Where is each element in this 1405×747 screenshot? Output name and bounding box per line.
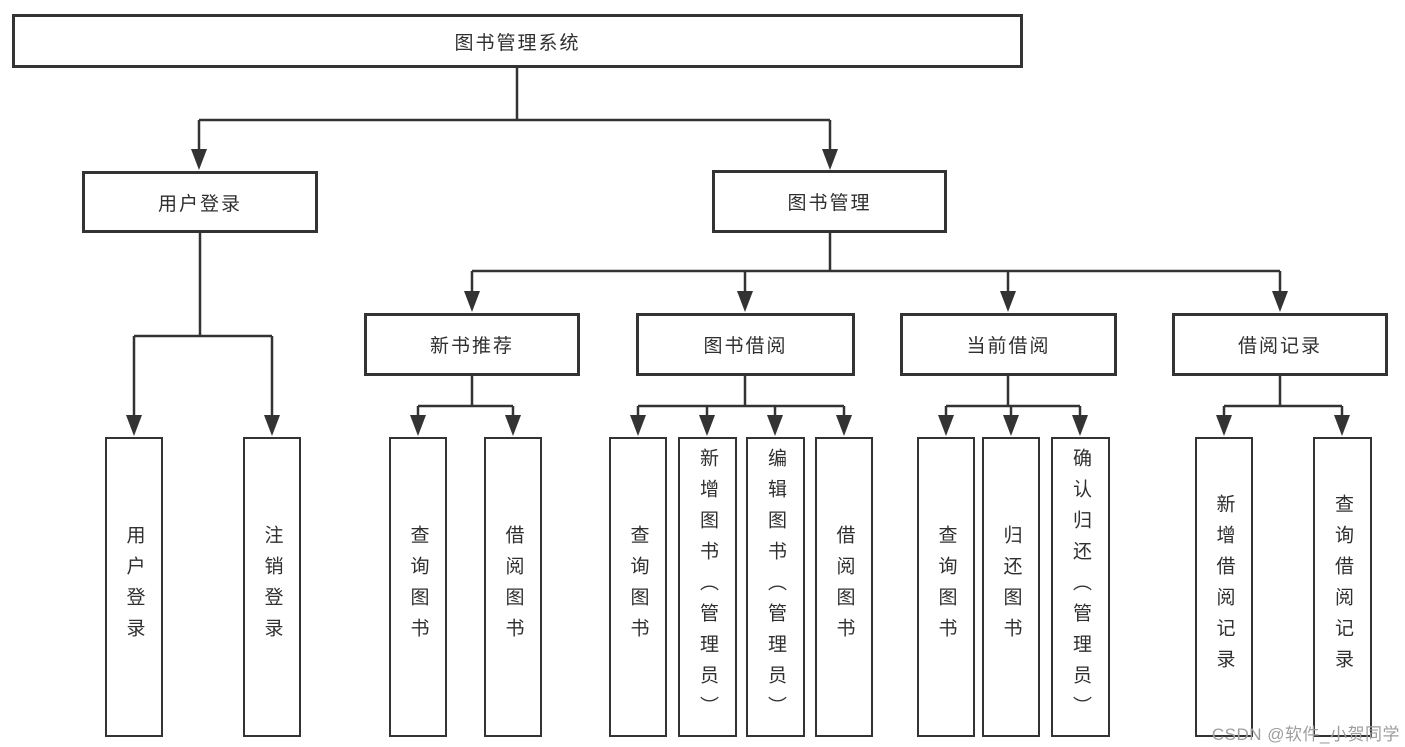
node-borrowing-records: 借阅记录 [1172,313,1388,376]
leaf-query-borrow-record: 查询借阅记录 [1313,437,1372,737]
arrowhead-icon [1003,415,1019,436]
node-user-login: 用户登录 [82,171,318,233]
leaf-logout: 注销登录 [243,437,301,737]
leaf-query-books-current: 查询图书 [917,437,975,737]
node-book-borrowing: 图书借阅 [636,313,855,376]
leaf-confirm-return-admin: 确认归还（管理员） [1051,437,1110,737]
arrowhead-icon [737,291,753,312]
node-book-management: 图书管理 [712,170,947,233]
leaf-return-books-label: 归还图书 [1000,525,1022,649]
leaf-query-books-borrow-label: 查询图书 [627,525,649,649]
node-library-system: 图书管理系统 [12,14,1023,68]
arrowhead-icon [410,415,426,436]
leaf-borrow-books-recommend: 借阅图书 [484,437,542,737]
arrowhead-icon [836,415,852,436]
arrowhead-icon [505,415,521,436]
arrowhead-icon [1272,291,1288,312]
arrowhead-icon [699,415,715,436]
leaf-add-books-admin: 新增图书（管理员） [678,437,737,737]
node-current-borrowing: 当前借阅 [900,313,1117,376]
node-new-book-recommend: 新书推荐 [364,313,580,376]
leaf-query-books-current-label: 查询图书 [935,525,957,649]
arrowhead-icon [767,415,783,436]
leaf-query-books-borrow: 查询图书 [609,437,667,737]
leaf-edit-books-admin-label: 编辑图书（管理员） [765,447,786,727]
leaf-borrow-books: 借阅图书 [815,437,873,737]
arrowhead-icon [938,415,954,436]
leaf-query-books-recommend-label: 查询图书 [407,525,429,649]
arrowhead-icon [126,415,142,436]
node-new-book-recommend-label: 新书推荐 [429,336,514,357]
arrowhead-icon [264,415,280,436]
leaf-add-borrow-record-label: 新增借阅记录 [1213,494,1235,680]
node-borrowing-records-label: 借阅记录 [1237,336,1322,357]
arrowhead-icon [1000,291,1016,312]
node-current-borrowing-label: 当前借阅 [966,336,1051,357]
leaf-logout-label: 注销登录 [261,525,283,649]
arrowhead-icon [822,149,838,170]
arrowhead-icon [1072,415,1088,436]
leaf-return-books: 归还图书 [982,437,1040,737]
arrowhead-icon [191,149,207,170]
node-user-login-label: 用户登录 [157,193,242,215]
leaf-borrow-books-recommend-label: 借阅图书 [502,525,524,649]
leaf-query-borrow-record-label: 查询借阅记录 [1332,494,1353,680]
leaf-add-books-admin-label: 新增图书（管理员） [697,447,718,727]
leaf-user-login: 用户登录 [105,437,163,737]
arrowhead-icon [464,291,480,312]
leaf-edit-books-admin: 编辑图书（管理员） [746,437,805,737]
arrowhead-icon [630,415,646,436]
node-book-management-label: 图书管理 [787,193,872,214]
leaf-borrow-books-label: 借阅图书 [833,525,855,649]
leaf-user-login-label: 用户登录 [123,525,145,649]
arrowhead-icon [1334,415,1350,436]
watermark: CSDN @软件_小贺同学 [1211,725,1400,744]
node-book-borrowing-label: 图书借阅 [703,336,788,357]
arrowhead-icon [1216,415,1232,436]
node-library-system-label: 图书管理系统 [454,32,581,54]
leaf-confirm-return-admin-label: 确认归还（管理员） [1070,447,1091,727]
leaf-add-borrow-record: 新增借阅记录 [1195,437,1253,737]
leaf-query-books-recommend: 查询图书 [389,437,447,737]
